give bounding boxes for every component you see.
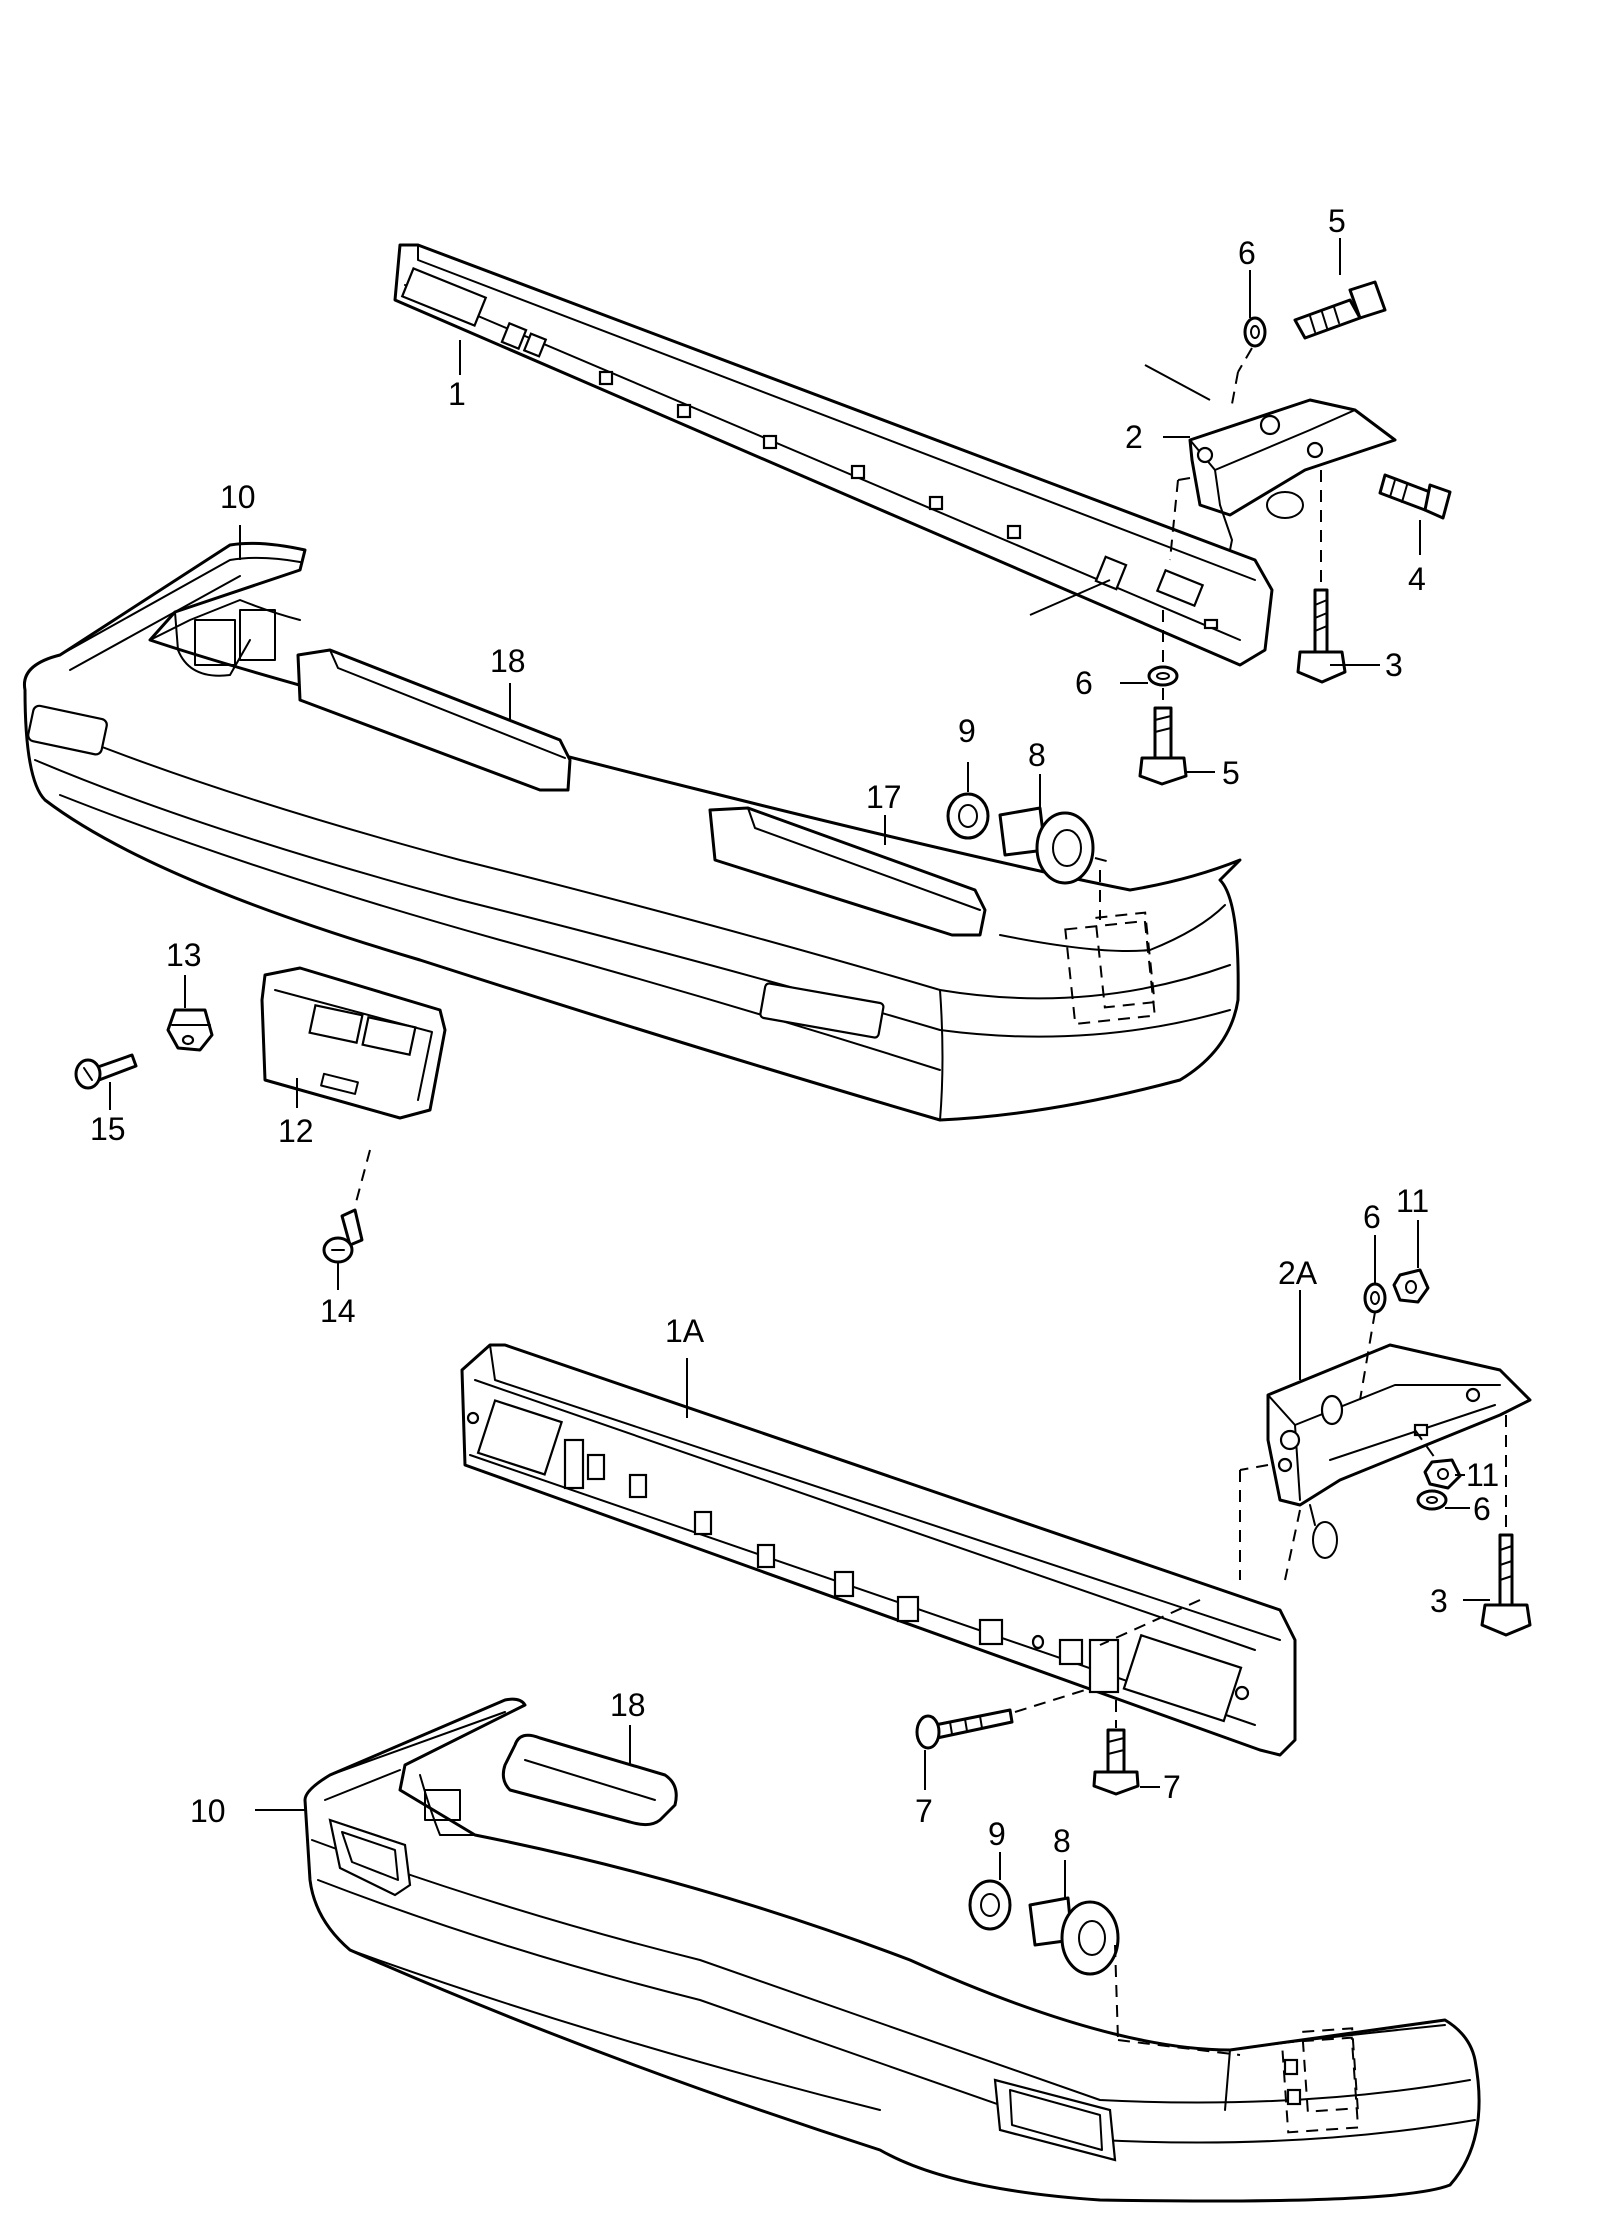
callout-17: 17 (866, 779, 902, 815)
washer-6-lower-a (1363, 1282, 1387, 1314)
bolt-5-upper (1293, 280, 1387, 340)
grommet-8-lower (1028, 1896, 1120, 1976)
washer-9-lower (968, 1879, 1012, 1931)
bolt-7-a (915, 1708, 1014, 1750)
callout-9-top: 9 (958, 713, 976, 749)
callout-10-bot: 10 (190, 1793, 226, 1829)
dash-11-lower-b (1414, 1429, 1436, 1459)
reinforcement-bar-lower (460, 1343, 1297, 1757)
bracket-upper (1144, 364, 1397, 561)
callout-1A: 1A (665, 1313, 705, 1349)
callout-4: 4 (1408, 561, 1426, 597)
bolt-7-b (1092, 1728, 1140, 1796)
callout-8-bot: 8 (1053, 1823, 1071, 1859)
callout-5-mid: 5 (1222, 755, 1240, 791)
reinforcement-bar-upper (393, 243, 1274, 667)
bolt-3-upper (1296, 588, 1347, 684)
guide-strip-18-lower (501, 1733, 678, 1827)
callout-15: 15 (90, 1111, 126, 1147)
callout-2: 2 (1125, 419, 1143, 455)
bolt-4-upper (1378, 473, 1452, 520)
bumper-cover-lower (303, 1697, 1481, 2203)
washer-6-lower-b (1416, 1489, 1448, 1511)
dash-8-lower-h (1117, 2039, 1241, 2056)
dash-8-up-h (1094, 857, 1111, 863)
callout-18-bot: 18 (610, 1687, 646, 1723)
callout-14: 14 (320, 1293, 356, 1329)
callout-5-top: 5 (1328, 203, 1346, 239)
nut-11-lower-b (1423, 1458, 1462, 1490)
washer-6-mid (1147, 665, 1179, 687)
dash-7-a (1014, 1689, 1086, 1713)
callout-6-lower-a: 6 (1363, 1199, 1381, 1235)
callout-9-bot: 9 (988, 1816, 1006, 1852)
guide-strip-17 (708, 806, 987, 937)
callout-13: 13 (166, 937, 202, 973)
callout-11-a: 11 (1396, 1183, 1429, 1219)
callout-12: 12 (278, 1113, 314, 1149)
washer-9-upper (946, 792, 990, 840)
bolt-5-mid (1138, 706, 1188, 786)
callout-18-top: 18 (490, 643, 526, 679)
license-plate-bracket-12 (260, 966, 447, 1120)
bumper-cover-upper (22, 541, 1242, 1122)
grommet-8-upper (998, 806, 1095, 885)
callout-11-b: 11 (1466, 1457, 1499, 1493)
leader-lines (109, 238, 1490, 1898)
callout-7-b: 7 (1163, 1769, 1181, 1805)
callout-6-mid: 6 (1075, 665, 1093, 701)
callout-8-top: 8 (1028, 737, 1046, 773)
screw-14 (322, 1208, 364, 1264)
bolt-3-lower (1480, 1533, 1532, 1637)
nut-11-lower-a (1392, 1268, 1430, 1304)
washer-6-upper (1243, 316, 1267, 348)
screw-15 (74, 1053, 138, 1090)
callout-2A: 2A (1278, 1255, 1318, 1291)
callout-6-top: 6 (1238, 235, 1256, 271)
dash-6-to-bracket-b (1231, 371, 1239, 405)
clip-13 (166, 1008, 214, 1052)
dash-8-lower (1114, 1944, 1119, 2041)
callout-3-top: 3 (1385, 647, 1403, 683)
callout-3-bot: 3 (1430, 1583, 1448, 1619)
callout-1: 1 (448, 376, 466, 412)
dash-14 (354, 1149, 371, 1207)
dash-6-lower-a (1359, 1311, 1376, 1401)
callout-6-lower-b: 6 (1473, 1491, 1491, 1527)
guide-strip-18-upper (296, 648, 572, 792)
callout-7-a: 7 (915, 1793, 933, 1829)
dash-6-to-bracket (1237, 347, 1253, 373)
callout-labels: 1 5 6 2 4 3 6 5 9 8 10 18 17 13 12 15 14… (90, 203, 1499, 1859)
callout-10-top: 10 (220, 479, 256, 515)
